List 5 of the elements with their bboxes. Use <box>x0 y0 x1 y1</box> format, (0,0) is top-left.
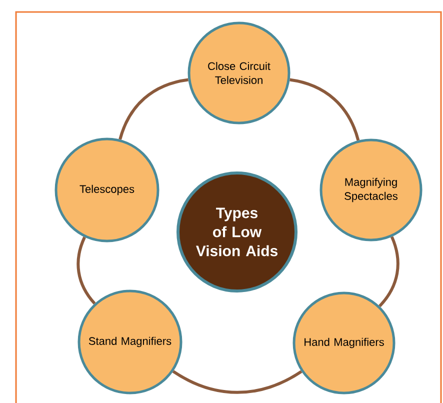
ring-arc <box>290 78 360 141</box>
ring-arc <box>172 370 302 394</box>
ring-arc <box>378 236 400 308</box>
ring-arc <box>118 78 188 140</box>
ring-arc <box>76 236 96 304</box>
